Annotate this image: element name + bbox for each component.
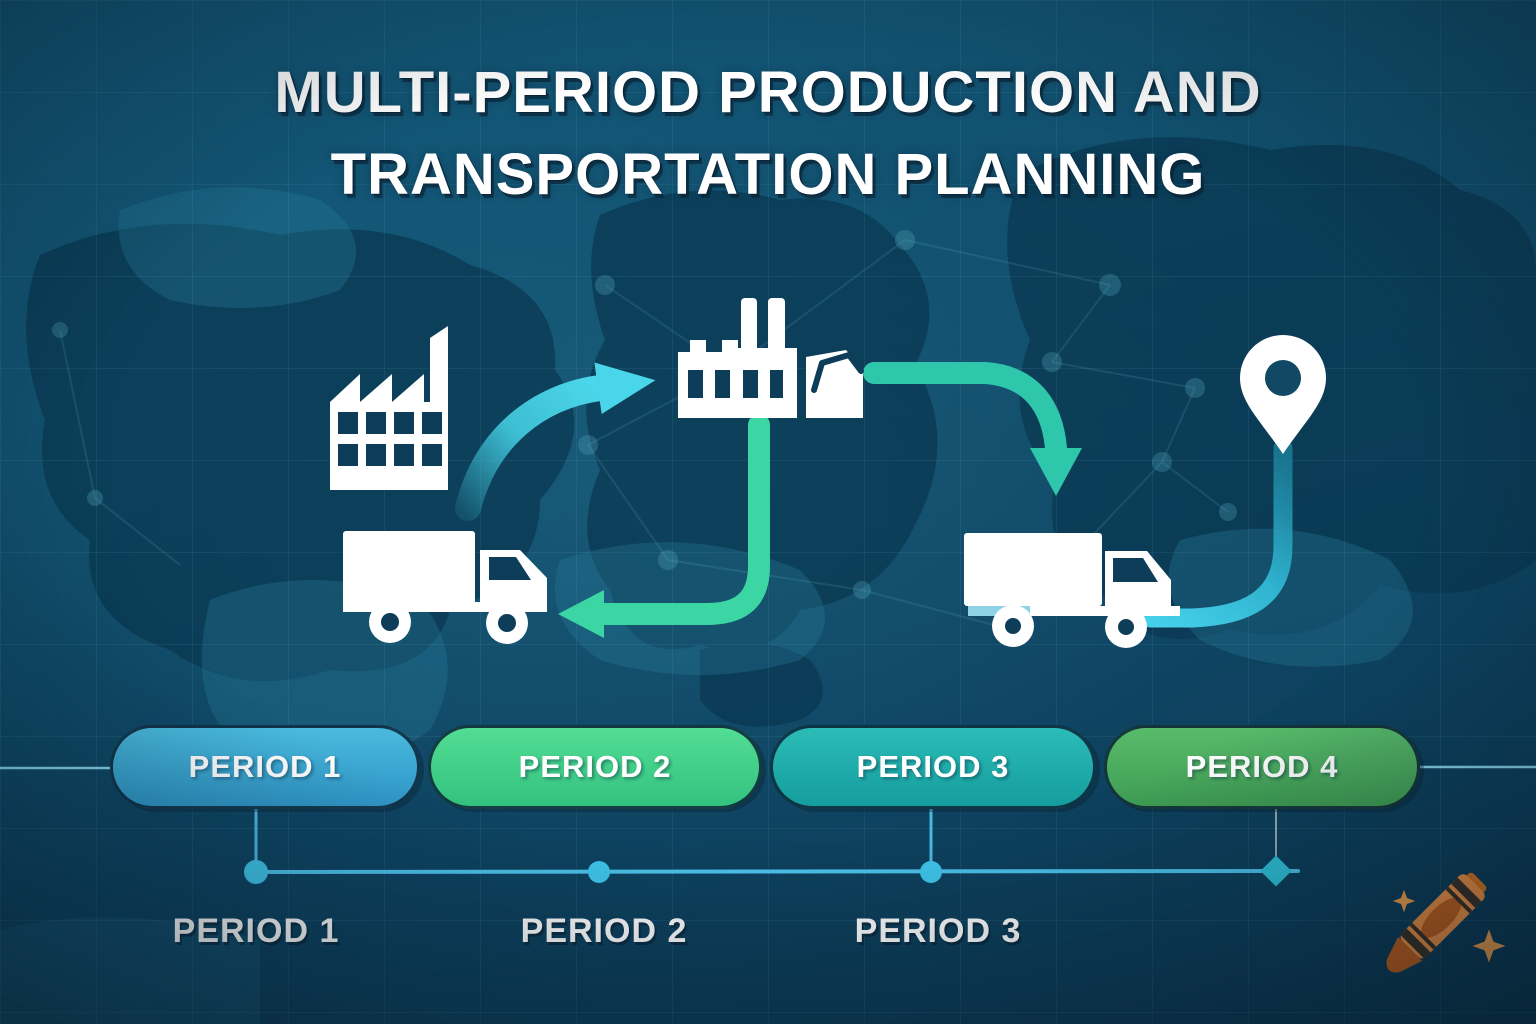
- factory-document-icon: [678, 298, 864, 418]
- page-title: MULTI-PERIOD PRODUCTION AND TRANSPORTATI…: [0, 52, 1536, 216]
- title-line-2: TRANSPORTATION PLANNING: [330, 142, 1206, 207]
- location-pin-icon: [1240, 335, 1326, 454]
- timeline: [244, 809, 1300, 887]
- timeline-line: [254, 869, 1300, 874]
- arrow-plant-to-truck-icon: [863, 362, 1082, 496]
- arrow-plant-to-left-truck-icon: [558, 414, 770, 638]
- arrow-factory-to-plant-icon: [455, 362, 656, 521]
- period-pill-label: PERIOD 2: [518, 749, 672, 784]
- crayon-icon: [1386, 872, 1487, 973]
- timeline-dot-1: [244, 860, 268, 884]
- timeline-label-period-2: PERIOD 2: [520, 912, 688, 950]
- period-pill-1[interactable]: PERIOD 1: [110, 725, 420, 809]
- period-pill-label: PERIOD 3: [856, 749, 1010, 784]
- period-pill-3[interactable]: PERIOD 3: [770, 725, 1096, 809]
- period-pill-2[interactable]: PERIOD 2: [428, 725, 762, 809]
- pin-route-line: [1140, 438, 1293, 628]
- truck-icon-left: [343, 531, 547, 644]
- title-line-1: MULTI-PERIOD PRODUCTION AND: [274, 60, 1262, 125]
- timeline-label-period-3: PERIOD 3: [854, 912, 1022, 950]
- timeline-dot-2: [588, 861, 610, 883]
- timeline-dot-3: [920, 861, 942, 883]
- sparkle-icon: [1472, 929, 1506, 963]
- crayon-watermark: [1386, 872, 1506, 973]
- period-pill-label: PERIOD 4: [1185, 749, 1339, 784]
- sparkle-icon: [1392, 889, 1416, 913]
- timeline-label-period-1: PERIOD 1: [172, 912, 340, 950]
- period-pill-label: PERIOD 1: [188, 749, 342, 784]
- timeline-dot-4: [1260, 855, 1292, 887]
- factory-icon: [330, 326, 448, 490]
- document-icon: [806, 350, 864, 418]
- truck-icon-right: [964, 533, 1180, 648]
- period-pill-4[interactable]: PERIOD 4: [1104, 725, 1420, 809]
